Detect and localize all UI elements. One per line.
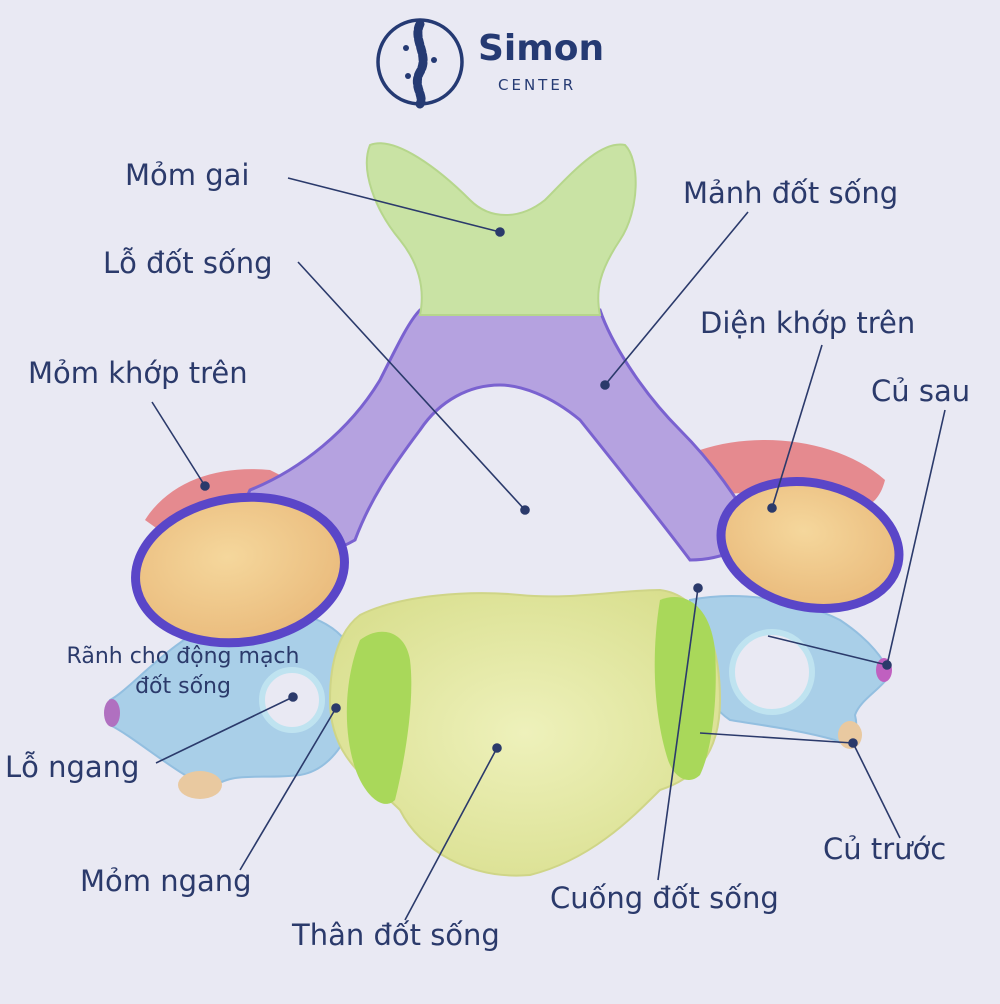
label-spinous-process: Mỏm gai [125, 158, 250, 192]
superior-articular-facet-left [131, 492, 349, 648]
label-anterior-tubercle: Củ trước [823, 832, 947, 866]
label-superior-articular-process: Mỏm khớp trên [28, 356, 248, 390]
vertebral-body [328, 588, 722, 877]
logo-name: Simon [478, 28, 605, 69]
label-transverse-process: Mỏm ngang [80, 864, 252, 898]
label-vertebral-body: Thân đốt sống [292, 918, 500, 952]
leader-lines [151, 177, 946, 921]
superior-articular-facet-right [716, 477, 904, 613]
label-vertebral-artery-groove: Rãnh cho động mạch đốt sống [38, 642, 328, 701]
label-transverse-foramen: Lỗ ngang [5, 750, 140, 784]
logo-subtitle: CENTER [498, 76, 577, 94]
label-posterior-tubercle: Củ sau [871, 374, 971, 408]
label-lamina: Mảnh đốt sống [683, 176, 899, 210]
transverse-foramen-right [729, 629, 815, 715]
logo-emblem [376, 18, 464, 109]
label-superior-articular-facet: Diện khớp trên [700, 306, 916, 340]
label-vertebral-artery-groove-line2: đốt sống [135, 673, 231, 699]
label-vertebral-foramen: Lỗ đốt sống [103, 246, 273, 280]
lamina [241, 308, 763, 562]
label-pedicle: Cuống đốt sống [550, 881, 779, 915]
pedicle-left [346, 631, 412, 804]
pedicle-right [654, 597, 716, 780]
label-vertebral-artery-groove-line1: Rãnh cho động mạch [66, 644, 300, 669]
